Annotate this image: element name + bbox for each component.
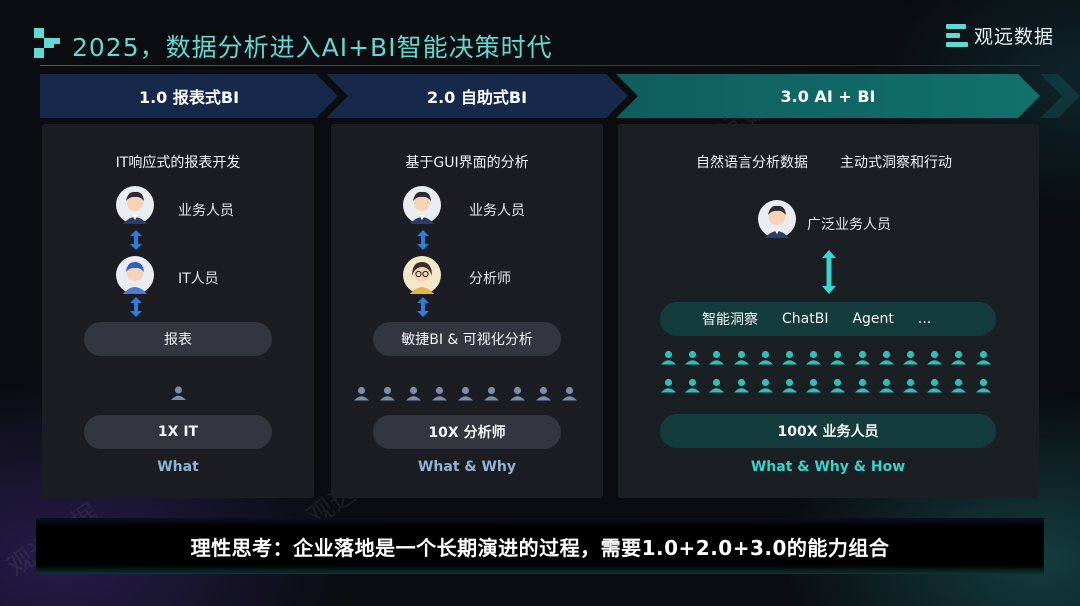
person-silhouette-icon (951, 378, 967, 393)
person-silhouette-icon (661, 378, 676, 393)
stage-1-panel: IT响应式的报表开发 业务人员 IT人员 报表 1X IT What (42, 124, 314, 498)
brand-name: 观远数据 (974, 26, 1055, 48)
person-silhouette-icon (927, 350, 943, 365)
person-silhouette-icon (878, 378, 894, 393)
person-silhouette-icon (903, 350, 918, 365)
person-silhouette-icon (806, 350, 822, 365)
stage-1-role-it: IT人员 (178, 271, 219, 287)
stage-1-heading: IT响应式的报表开发 (115, 155, 241, 171)
person-silhouette-icon (171, 386, 186, 400)
stage-3-panel: 自然语言分析数据 主动式洞察和行动 广泛业务人员 智能洞察 ChatBI Age… (618, 124, 1039, 498)
person-silhouette-icon (685, 350, 701, 365)
businessman-avatar-icon (116, 186, 154, 224)
stage-1-role-business: 业务人员 (178, 203, 234, 219)
person-silhouette-icon (951, 350, 967, 365)
businessman-avatar-icon (758, 200, 796, 238)
double-arrow-icon (130, 230, 142, 250)
person-silhouette-icon (458, 386, 473, 401)
businessman-avatar-icon (403, 186, 441, 224)
stage-1-chevron: 1.0 报表式BI (40, 74, 338, 118)
person-silhouette-icon (510, 386, 525, 401)
person-silhouette-icon (562, 386, 577, 401)
business-user-crowd (660, 378, 1000, 394)
person-silhouette-icon (757, 350, 773, 365)
double-arrow-icon (417, 230, 429, 250)
analyst-avatar-icon (403, 256, 441, 294)
person-silhouette-icon (975, 350, 991, 365)
stage-1-scale-pill: 1X IT (84, 415, 272, 449)
stage-3-role-business: 广泛业务人员 (807, 217, 891, 233)
person-silhouette-icon (806, 378, 822, 393)
stage-2-tool-pill: 敏捷BI & 可视化分析 (373, 322, 561, 356)
tool-smart-insight: 智能洞察 (702, 312, 758, 328)
conclusion-text: 理性思考：企业落地是一个长期演进的过程，需要1.0+2.0+3.0的能力组合 (190, 535, 890, 560)
person-silhouette-icon (709, 378, 725, 393)
stage-2-heading: 基于GUI界面的分析 (405, 155, 529, 171)
double-arrow-icon (822, 250, 836, 294)
person-silhouette-icon (733, 350, 749, 365)
person-silhouette-icon (975, 378, 991, 393)
person-silhouette-icon (854, 378, 870, 393)
person-silhouette-icon (733, 378, 749, 393)
stage-3-chevron: 3.0 AI + BI (616, 74, 1040, 118)
stage-2-scale-pill: 10X 分析师 (373, 415, 561, 449)
person-silhouette-icon (878, 350, 894, 365)
stacked-bars-logo-icon (946, 23, 968, 47)
person-silhouette-icon (432, 386, 447, 401)
person-silhouette-icon (782, 378, 797, 393)
analyst-crowd (353, 386, 583, 401)
person-silhouette-icon (685, 378, 701, 393)
conclusion-banner: 理性思考：企业落地是一个长期演进的过程，需要1.0+2.0+3.0的能力组合 (36, 518, 1044, 574)
person-silhouette-icon (782, 350, 797, 365)
stage-2-question: What & Why (417, 459, 517, 475)
person-silhouette-icon (903, 378, 918, 393)
tool-more: ... (917, 311, 932, 327)
person-silhouette-icon (380, 386, 395, 401)
tool-agent: Agent (852, 311, 894, 327)
person-silhouette-icon (757, 378, 773, 393)
page-title: 2025，数据分析进入AI+BI智能决策时代 (72, 33, 553, 62)
double-arrow-icon (130, 297, 142, 317)
business-user-crowd (660, 350, 1000, 366)
person-silhouette-icon (661, 350, 676, 365)
stage-3-question: What & Why & How (750, 459, 906, 475)
it-staff-avatar-icon (116, 256, 154, 294)
stage-2-chevron: 2.0 自助式BI (326, 74, 628, 118)
person-silhouette-icon (709, 350, 725, 365)
pixel-block-logo-icon (34, 28, 60, 58)
stage-2-panel: 基于GUI界面的分析 业务人员 分析师 敏捷BI & 可视化分析 10X 分析师… (331, 124, 603, 498)
person-silhouette-icon (927, 378, 943, 393)
person-silhouette-icon (484, 386, 499, 401)
person-silhouette-icon (354, 386, 369, 401)
stage-3-tools-pill: 智能洞察 ChatBI Agent ... (660, 302, 996, 336)
double-arrow-icon (417, 297, 429, 317)
stage-2-role-business: 业务人员 (469, 203, 525, 219)
person-silhouette-icon (536, 386, 551, 401)
stage-3-heading-right: 主动式洞察和行动 (840, 155, 952, 171)
stage-3-scale-pill: 100X 业务人员 (660, 414, 996, 448)
title-divider (40, 65, 1040, 66)
stage-2-role-analyst: 分析师 (469, 271, 511, 287)
person-silhouette-icon (830, 378, 846, 393)
tool-chatbi: ChatBI (782, 311, 829, 327)
stage-1-question: What (157, 459, 199, 475)
person-silhouette-icon (406, 386, 421, 401)
brand-logo: 观远数据 (946, 22, 1054, 49)
stage-3-heading-left: 自然语言分析数据 (696, 155, 808, 171)
stage-1-tool-pill: 报表 (84, 322, 272, 356)
person-silhouette-icon (830, 350, 846, 365)
person-silhouette-icon (854, 350, 870, 365)
